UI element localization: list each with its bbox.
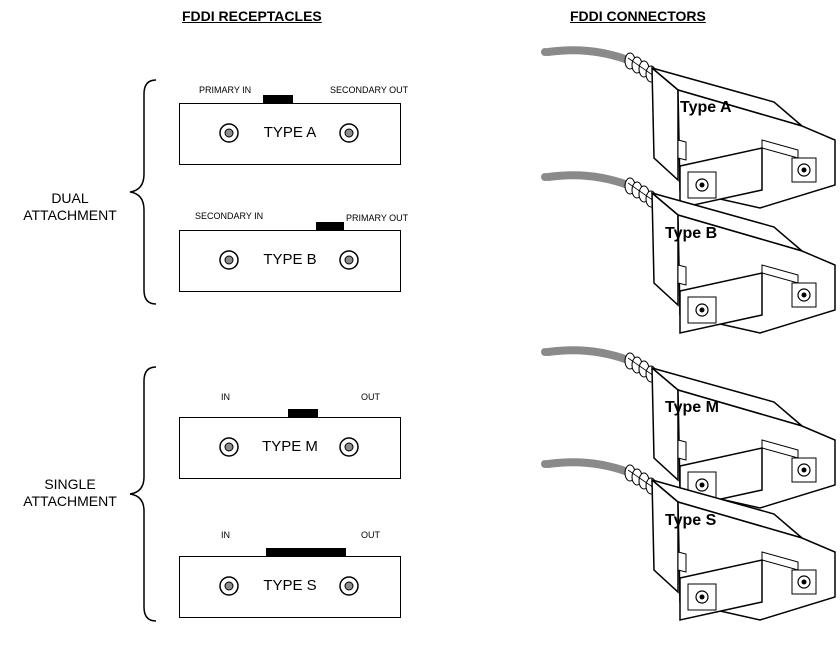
port-icon — [219, 437, 239, 457]
single-attachment-label: SINGLE ATTACHMENT — [5, 476, 135, 510]
port-icon — [219, 576, 239, 596]
single-label-line2: ATTACHMENT — [23, 493, 117, 509]
port-icon — [339, 250, 359, 270]
connectors-illustration: Type A Type B Type M Type S — [530, 30, 838, 645]
type-m-key-notch — [288, 409, 318, 418]
type-b-label: TYPE B — [263, 251, 317, 268]
type-b-key-notch — [316, 222, 344, 231]
receptacle-type-m: TYPE M — [179, 409, 401, 479]
type-s-left-port-label: IN — [221, 530, 230, 540]
type-s-label: TYPE S — [263, 577, 317, 594]
receptacles-heading: FDDI RECEPTACLES — [182, 8, 322, 24]
type-a-left-port-label: PRIMARY IN — [199, 85, 252, 95]
type-a-right-port-label: SECONDARY OUT — [330, 85, 409, 95]
connector-type-m: Type M — [541, 348, 835, 508]
single-label-line1: SINGLE — [44, 476, 96, 492]
port-icon — [339, 576, 359, 596]
port-icon — [219, 250, 239, 270]
type-m-left-port-label: IN — [221, 392, 230, 402]
connector-type-b-label: Type B — [665, 225, 717, 242]
port-icon — [339, 123, 359, 143]
connectors-heading: FDDI CONNECTORS — [570, 8, 706, 24]
dual-attachment-label: DUAL ATTACHMENT — [5, 190, 135, 224]
connector-type-s: Type S — [541, 460, 835, 620]
type-a-label: TYPE A — [263, 124, 317, 141]
port-icon — [339, 437, 359, 457]
type-m-right-port-label: OUT — [361, 392, 380, 402]
connector-type-a-label: Type A — [680, 99, 732, 116]
connector-type-a: Type A — [541, 48, 835, 208]
type-b-left-port-label: SECONDARY IN — [195, 211, 264, 221]
type-m-label: TYPE M — [262, 438, 318, 455]
receptacle-type-s: TYPE S — [179, 548, 401, 618]
connector-type-m-label: Type M — [665, 399, 719, 416]
single-attachment-brace — [129, 366, 157, 622]
type-b-right-port-label: PRIMARY OUT — [346, 213, 409, 223]
receptacle-type-b: TYPE B — [179, 222, 401, 292]
type-a-key-notch — [263, 95, 293, 104]
dual-label-line2: ATTACHMENT — [23, 207, 117, 223]
dual-attachment-brace — [129, 79, 157, 305]
connector-type-s-label: Type S — [665, 512, 717, 529]
type-s-key-notch — [266, 548, 346, 557]
type-s-right-port-label: OUT — [361, 530, 380, 540]
connector-type-b: Type B — [541, 173, 835, 333]
port-icon — [219, 123, 239, 143]
dual-label-line1: DUAL — [51, 190, 89, 206]
receptacle-type-a: TYPE A — [179, 95, 401, 165]
